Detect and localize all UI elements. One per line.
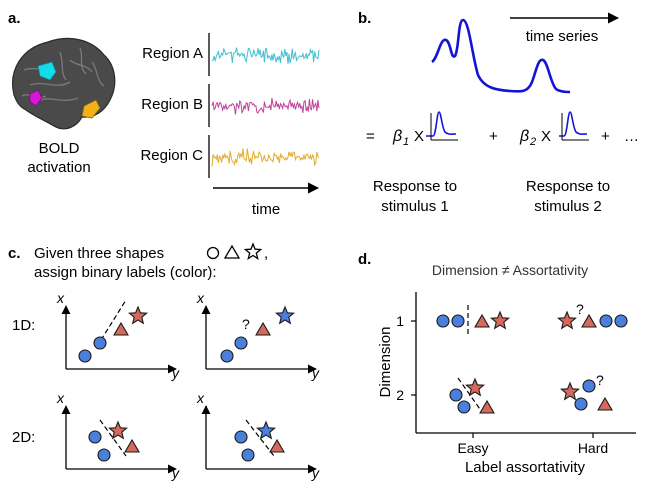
x-axis-label: x xyxy=(196,290,205,306)
region-a-label: Region A xyxy=(142,45,203,62)
y-axis-label: y xyxy=(171,465,180,481)
times-1: X xyxy=(414,128,424,145)
time-series-curve xyxy=(431,18,571,94)
ellipsis: … xyxy=(624,128,639,145)
x-axis-label: x xyxy=(56,390,65,406)
signal-c-trace xyxy=(211,148,320,167)
y-tick-2: 2 xyxy=(396,387,404,403)
easy-dim1-group xyxy=(436,305,511,337)
x-tick-hard: Hard xyxy=(578,440,608,456)
panel-d-title: Dimension ≠ Assortativity xyxy=(432,262,588,278)
region-a-patch xyxy=(37,61,57,81)
panel-c-1d-right: x y ? xyxy=(196,290,320,381)
bold-caption-1: BOLD xyxy=(39,140,80,157)
panel-c-1d-left: x y xyxy=(56,290,180,381)
star-marker xyxy=(274,305,296,325)
star-marker xyxy=(107,420,129,440)
hrf-curve-1 xyxy=(426,111,457,137)
triangle-shape-icon xyxy=(223,244,241,259)
beta1-symbol: β xyxy=(392,128,402,145)
beta2-symbol: β xyxy=(519,128,529,145)
row-1d-label: 1D: xyxy=(12,317,35,334)
panel-d: d. Dimension ≠ Assortativity 1 2 Easy Ha… xyxy=(358,251,636,476)
region-b-label: Region B xyxy=(141,96,203,113)
intro-line1: Given three shapes xyxy=(34,245,164,262)
star-shape-icon xyxy=(243,242,263,260)
time-series-label: time series xyxy=(526,28,599,45)
response2-line1: Response to xyxy=(526,178,610,195)
panel-c-2d-right: x y xyxy=(196,390,320,481)
star-marker xyxy=(489,310,511,330)
panel-a: a. BOLD activation Region A Region B Reg… xyxy=(8,10,320,218)
y-axis-label: y xyxy=(311,365,320,381)
x-axis-title: Label assortativity xyxy=(465,459,586,476)
y-axis-label: y xyxy=(171,365,180,381)
panel-b-label: b. xyxy=(358,10,371,27)
region-b-signal xyxy=(211,98,320,115)
response1-line1: Response to xyxy=(373,178,457,195)
panel-c-label: c. xyxy=(8,245,21,262)
brain-icon xyxy=(12,37,116,130)
signal-b-trace xyxy=(211,98,320,115)
easy-dim2-group xyxy=(449,377,495,414)
star-marker xyxy=(127,305,149,325)
question-mark: ? xyxy=(596,372,604,388)
times-2: X xyxy=(541,128,551,145)
region-c-label: Region C xyxy=(140,147,203,164)
signal-a-trace xyxy=(211,47,320,64)
question-mark: ? xyxy=(242,316,250,332)
panel-c: c. Given three shapes assign binary labe… xyxy=(8,242,320,481)
intro-comma: , xyxy=(264,245,268,262)
panel-d-label: d. xyxy=(358,251,371,268)
plus-2: + xyxy=(601,128,610,145)
response2-line2: stimulus 2 xyxy=(534,198,602,215)
y-axis-label: y xyxy=(311,465,320,481)
row-2d-label: 2D: xyxy=(12,429,35,446)
bold-caption-2: activation xyxy=(27,159,90,176)
star-marker xyxy=(255,420,277,440)
x-axis-label: x xyxy=(56,290,65,306)
region-b-patch xyxy=(29,89,43,107)
star-marker xyxy=(464,377,486,397)
y-axis-title: Dimension xyxy=(377,327,394,398)
region-c-patch xyxy=(81,99,101,119)
beta1-subscript: 1 xyxy=(403,136,409,148)
panel-c-2d-left: x y xyxy=(56,390,180,481)
time-label: time xyxy=(252,201,280,218)
hard-dim2-group: ? xyxy=(559,372,613,411)
x-tick-easy: Easy xyxy=(457,440,488,456)
x-axis-label: x xyxy=(196,390,205,406)
question-mark: ? xyxy=(576,301,584,317)
response1-line2: stimulus 1 xyxy=(381,198,449,215)
panel-a-label: a. xyxy=(8,10,21,27)
intro-line2: assign binary labels (color): xyxy=(34,264,217,281)
plus-1: + xyxy=(489,128,498,145)
beta2-subscript: 2 xyxy=(529,136,536,148)
star-marker xyxy=(556,310,578,330)
panel-b: b. time series = β 1 X + β 2 X + … Respo… xyxy=(358,10,639,215)
star-marker xyxy=(559,381,581,401)
region-c-signal xyxy=(211,148,320,167)
hrf-curve-2 xyxy=(559,111,588,137)
y-tick-1: 1 xyxy=(396,313,404,329)
region-a-signal xyxy=(211,47,320,64)
circle-shape-icon xyxy=(206,246,220,260)
hard-dim1-group: ? xyxy=(556,301,628,330)
equals-sign: = xyxy=(366,128,375,145)
